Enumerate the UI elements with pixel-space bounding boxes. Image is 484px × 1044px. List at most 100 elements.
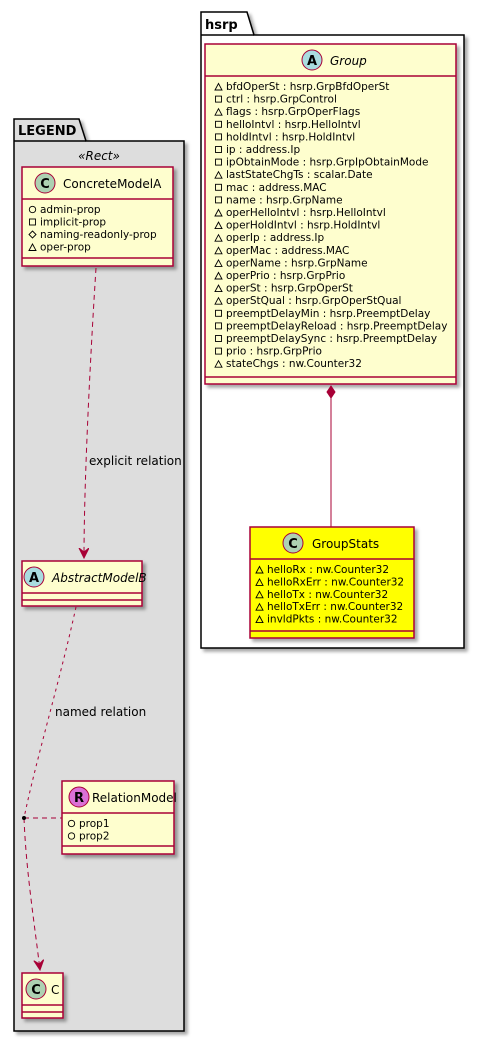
protected-visibility-icon [255,602,264,611]
attribute-text: lastStateChgTs : scalar.Date [226,169,373,181]
attribute-text: operHelloIntvl : hsrp.HelloIntvl [226,207,386,219]
private-visibility-icon [215,158,222,166]
protected-visibility-icon [214,246,223,255]
attribute-text: stateChgs : nw.Counter32 [226,358,362,370]
concrete-attribute-list: admin-propimplicit-propnaming-readonly-p… [28,204,157,254]
concrete-model-class[interactable]: C ConcreteModelA admin-propimplicit-prop… [21,166,174,267]
concrete-class-name: ConcreteModelA [63,177,162,191]
attribute-text: operStQual : hsrp.GrpOperStQual [226,295,401,307]
concrete-kind-letter: C [40,177,50,192]
private-visibility-icon [215,347,222,355]
attribute-text: invldPkts : nw.Counter32 [267,614,398,626]
protected-visibility-icon [255,565,264,574]
attribute-text: operMac : address.MAC [226,245,349,257]
attribute-text: implicit-prop [40,217,106,229]
attribute-text: mac : address.MAC [226,182,327,194]
groupstats-kind-letter: C [288,537,298,552]
class-icon [25,978,47,1000]
attribute-text: ctrl : hsrp.GrpControl [226,94,337,106]
private-visibility-icon [215,95,222,103]
protected-visibility-icon [214,221,223,230]
attribute-text: helloRx : nw.Counter32 [267,564,389,576]
attribute-text: preemptDelayMin : hsrp.PreemptDelay [226,308,430,320]
attribute-text: operName : hsrp.GrpName [226,257,368,269]
attribute-text: prio : hsrp.GrpPrio [226,346,322,358]
protected-visibility-icon [214,208,223,217]
package-visibility-icon [28,230,37,239]
protected-visibility-icon [214,107,223,116]
attribute-text: flags : hsrp.GrpOperFlags [226,106,360,118]
attribute-text: bfdOperSt : hsrp.GrpBfdOperSt [226,81,389,93]
abstract-class-icon [301,49,323,71]
private-visibility-icon [215,133,222,141]
private-visibility-icon [215,183,222,191]
composition-edge [326,385,336,527]
legend-stereotype: «Rect» [78,149,120,163]
protected-visibility-icon [255,615,264,624]
group-class[interactable]: A Group bfdOperSt : hsrp.GrpBfdOperStctr… [204,43,457,385]
abstract-class-icon [23,566,45,588]
protected-visibility-icon [214,284,223,293]
private-visibility-icon [215,322,222,330]
c-class-name: C [51,983,59,997]
public-visibility-icon [28,205,37,214]
group-class-name: Group [330,54,367,68]
attribute-text: helloIntvl : hsrp.HelloIntvl [226,119,361,131]
protected-visibility-icon [214,296,223,305]
attribute-text: ipObtainMode : hsrp.GrpIpObtainMode [226,157,428,169]
attribute-text: helloTxErr : nw.Counter32 [267,601,403,613]
relation-junction-dot [22,816,26,820]
relation-class-name: RelationModel [92,791,177,805]
public-visibility-icon [67,832,76,840]
attribute-text: name : hsrp.GrpName [226,194,343,206]
private-visibility-icon [215,335,222,342]
attribute-text: operSt : hsrp.GrpOperSt [226,283,353,295]
private-visibility-icon [215,309,222,317]
attribute-text: prop1 [79,818,110,830]
protected-visibility-icon [214,271,223,280]
attribute-text: prop2 [79,831,110,843]
protected-visibility-icon [255,577,264,586]
attribute-text: preemptDelayReload : hsrp.PreemptDelay [226,320,447,332]
attribute-text: operIp : address.Ip [226,232,325,244]
protected-visibility-icon [214,233,223,242]
abstract-kind-letter: A [29,571,39,586]
abstract-model-class[interactable]: A AbstractModelB [21,560,147,607]
attribute-text: preemptDelaySync : hsrp.PreemptDelay [226,333,437,345]
attribute-text: helloRxErr : nw.Counter32 [267,576,404,588]
relation-class-icon [68,786,90,808]
protected-visibility-icon [214,82,223,91]
public-visibility-icon [67,819,76,828]
private-visibility-icon [215,120,222,128]
private-visibility-icon [215,146,222,153]
private-visibility-icon [215,196,222,204]
attribute-text: admin-prop [40,204,101,216]
protected-visibility-icon [214,170,223,179]
hsrp-package-title: hsrp [205,18,238,33]
attribute-text: operHoldIntvl : hsrp.HoldIntvl [226,220,380,232]
abstract-class-name: AbstractModelB [51,571,147,585]
protected-visibility-icon [255,590,264,599]
attribute-text: helloTx : nw.Counter32 [267,589,388,601]
protected-visibility-icon [214,359,223,368]
c-class[interactable]: C C [21,972,64,1019]
class-icon [34,172,56,194]
named-relation-label: named relation [55,705,146,719]
relation-kind-letter: R [74,791,84,806]
named-relation-edge: named relation [22,606,146,970]
protected-visibility-icon [214,258,223,267]
explicit-relation-edge: explicit relation [84,267,182,558]
legend-package-title: LEGEND [18,124,77,139]
groupstats-class[interactable]: C GroupStats helloRx : nw.Counter32hello… [249,526,415,639]
groupstats-class-name: GroupStats [312,537,379,551]
protected-visibility-icon [28,243,37,251]
composition-diamond [326,385,336,399]
group-kind-letter: A [307,54,317,69]
attribute-text: naming-readonly-prop [40,229,157,241]
attribute-text: ip : address.Ip [226,144,300,156]
attribute-text: operPrio : hsrp.GrpPrio [226,270,345,282]
